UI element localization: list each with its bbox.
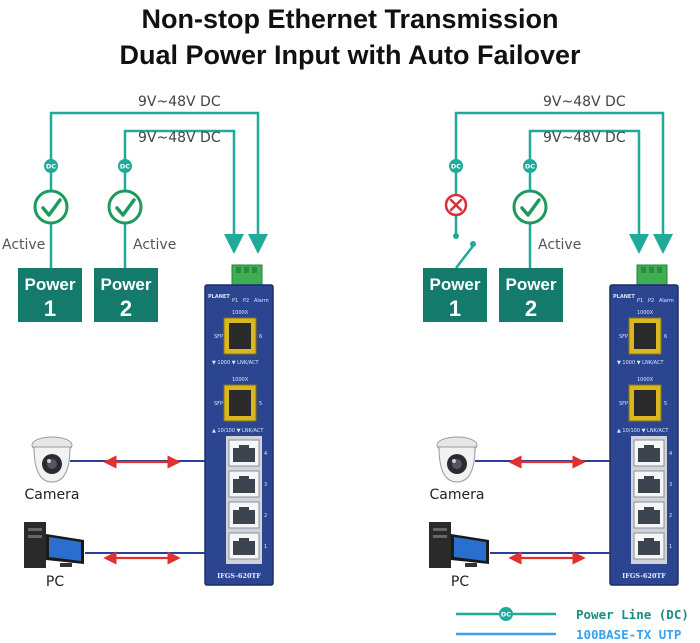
check-icon [512,189,548,225]
led-label: P2 [243,298,249,304]
model-label: IFGS-620TF [622,572,666,580]
title-line-1: Non-stop Ethernet Transmission [141,4,559,34]
power1-box: Power 1 [18,268,82,322]
dc-badge [449,159,463,173]
legend-utp-label: 100BASE-TX UTP [576,627,681,642]
svg-text:5: 5 [664,401,667,407]
svg-text:Power: Power [24,275,75,294]
svg-text:1: 1 [264,544,267,550]
open-switch-lever [455,245,474,269]
power2-status-label: Active [538,237,581,253]
brand-logo: PLANET [613,294,635,300]
dc-badge [44,159,58,173]
camera-label: Camera [25,487,80,503]
dc-badge-text: DC [525,163,535,171]
svg-text:5: 5 [259,401,262,407]
svg-text:Power: Power [100,275,151,294]
camera-icon [31,436,73,483]
power2-box: Power 2 [94,268,158,322]
camera-icon [436,436,478,483]
svg-text:4: 4 [264,451,267,457]
dc-badge-text: DC [120,163,130,171]
legend-power-label: Power Line (DC) [576,607,689,622]
svg-text:1: 1 [44,296,56,321]
svg-text:1000X: 1000X [637,310,654,316]
title-line-2: Dual Power Input with Auto Failover [119,40,581,70]
power2-status-label: Active [133,237,176,253]
power2-box: Power 2 [499,268,563,322]
svg-text:6: 6 [259,334,262,340]
svg-text:2: 2 [264,513,267,519]
led-label: P1 [232,298,238,304]
svg-text:Power: Power [429,275,480,294]
svg-text:6: 6 [664,334,667,340]
dc-badge-text: DC [501,611,511,619]
svg-text:2: 2 [525,296,537,321]
led-label: Alarm [659,298,674,304]
dc-badge [499,607,513,621]
dc-badge [523,159,537,173]
pc-icon [24,522,84,568]
led-label: P2 [648,298,654,304]
svg-text:1000X: 1000X [232,310,249,316]
svg-text:SFP: SFP [214,401,223,407]
brand-logo: PLANET [208,294,230,300]
svg-text:2: 2 [669,513,672,519]
svg-text:3: 3 [669,482,672,488]
power1-status-label: Active [2,237,45,253]
svg-text:▲ 10/100 ▼ LNK/ACT: ▲ 10/100 ▼ LNK/ACT [212,428,264,434]
model-label: IFGS-620TF [217,572,261,580]
camera-label: Camera [430,487,485,503]
voltage-label-inner: 9V~48V DC [138,130,221,146]
switch-contact [470,241,476,247]
dc-line-power2 [123,129,244,254]
svg-text:SFP: SFP [619,401,628,407]
pc-icon [429,522,489,568]
dc-line-power1 [49,111,268,254]
dc-badge-text: DC [46,163,56,171]
svg-text:1: 1 [669,544,672,550]
switch-contact [453,233,459,239]
dc-line-power2 [528,129,649,254]
voltage-label-outer: 9V~48V DC [138,94,221,110]
check-icon [107,189,143,225]
pc-label: PC [46,574,64,590]
svg-text:1000X: 1000X [232,377,249,383]
led-label: P1 [637,298,643,304]
dc-line-power1 [454,111,673,254]
svg-text:SFP: SFP [619,334,628,340]
svg-text:2: 2 [120,296,132,321]
svg-text:▼ 1000 ▼ LNK/ACT: ▼ 1000 ▼ LNK/ACT [617,360,664,366]
led-label: Alarm [254,298,269,304]
dc-badge [118,159,132,173]
svg-text:4: 4 [669,451,672,457]
svg-text:1000X: 1000X [637,377,654,383]
svg-text:1: 1 [449,296,461,321]
svg-text:▼ 1000 ▼ LNK/ACT: ▼ 1000 ▼ LNK/ACT [212,360,259,366]
svg-text:Power: Power [505,275,556,294]
svg-text:SFP: SFP [214,334,223,340]
power1-box: Power 1 [423,268,487,322]
legend: DC Power Line (DC) 100BASE-TX UTP [456,607,689,642]
svg-text:▲ 10/100 ▼ LNK/ACT: ▲ 10/100 ▼ LNK/ACT [617,428,669,434]
check-icon [33,189,69,225]
error-x-icon [444,193,468,217]
svg-text:3: 3 [264,482,267,488]
pc-label: PC [451,574,469,590]
voltage-label-inner: 9V~48V DC [543,130,626,146]
voltage-label-outer: 9V~48V DC [543,94,626,110]
dc-badge-text: DC [451,163,461,171]
